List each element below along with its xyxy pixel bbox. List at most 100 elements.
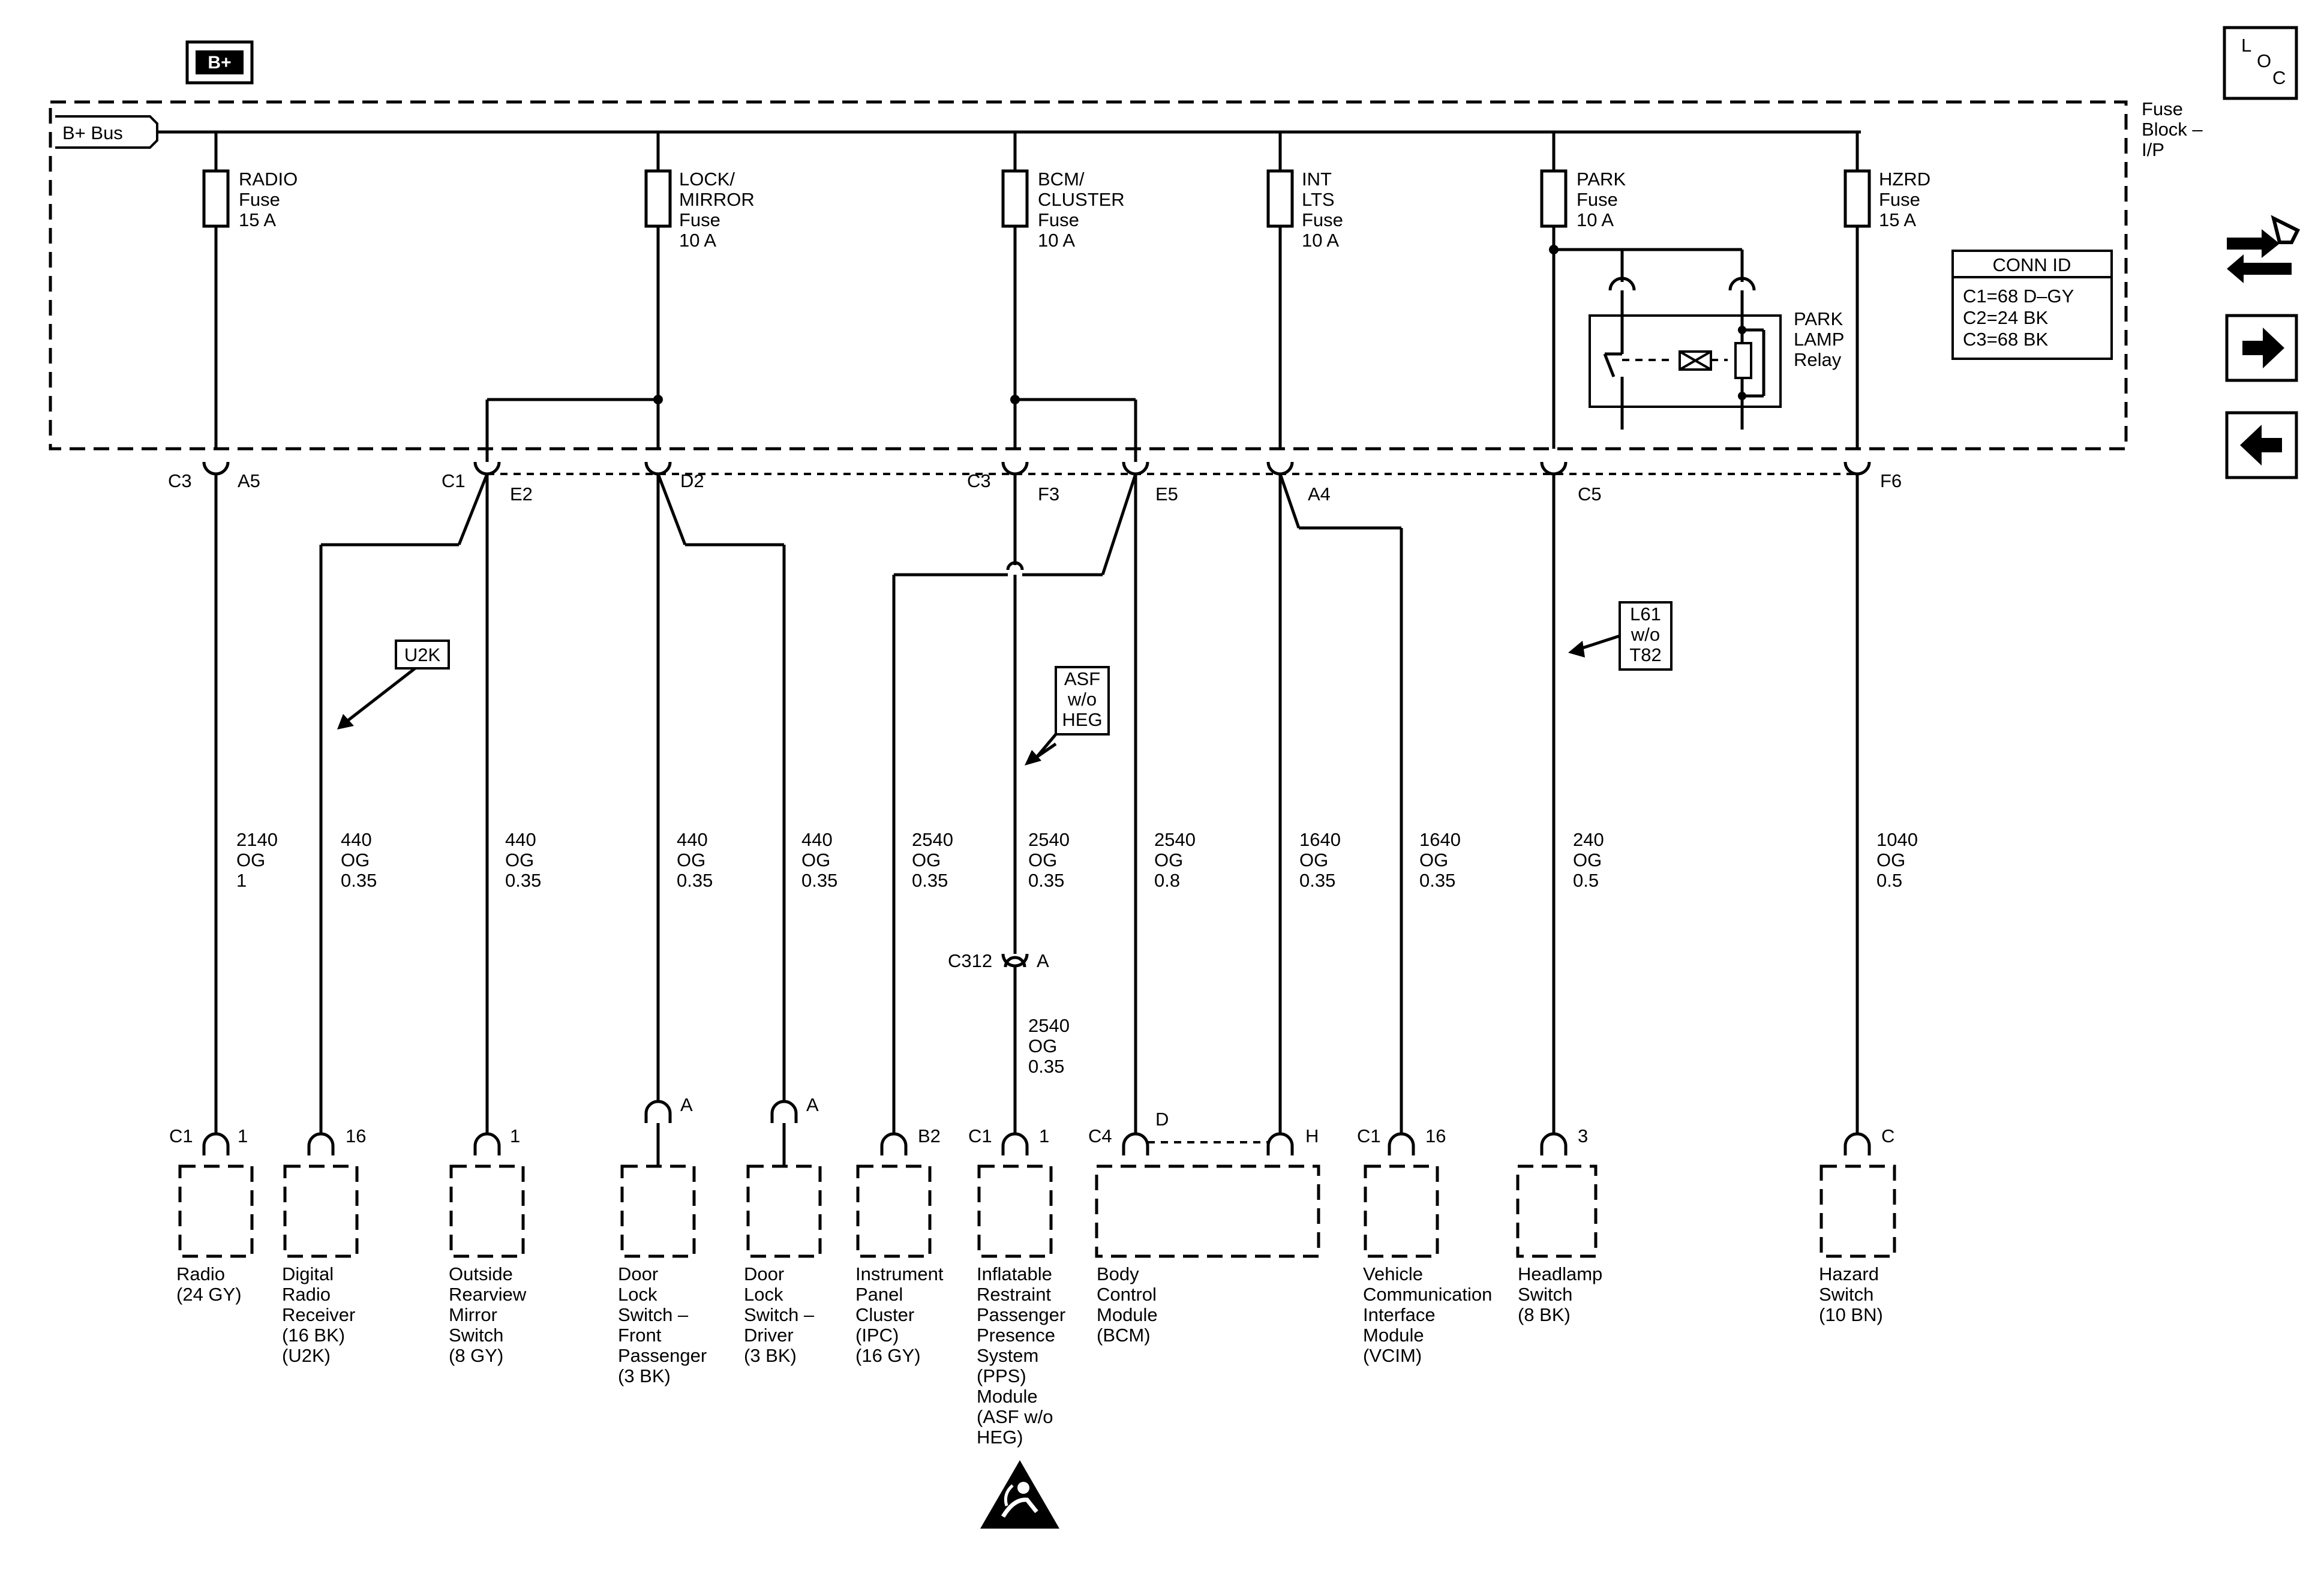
svg-text:Body: Body [1097,1263,1139,1284]
airbag-warning-icon [980,1460,1059,1529]
connector-id: C312 [948,950,992,971]
svg-text:C: C [1881,1125,1894,1146]
wire-size: 0.35 [505,870,541,891]
wire-color: OG [1299,849,1328,870]
svg-text:16: 16 [346,1125,366,1146]
internal-branches [485,245,1559,462]
svg-text:Switch: Switch [449,1325,503,1346]
svg-text:w/o: w/o [1067,689,1097,710]
wire-color: OG [1028,1035,1057,1056]
next-page-button[interactable] [2225,314,2298,382]
conn-id-row: C2=24 BK [1963,307,2049,328]
wire-size: 0.35 [341,870,377,891]
svg-text:Module: Module [1097,1304,1158,1325]
wire-circuit: 440 [801,829,833,850]
wire-circuit: 2540 [1154,829,1196,850]
svg-text:Switch –: Switch – [618,1304,689,1325]
svg-text:Door: Door [744,1263,784,1284]
wire-color: OG [1154,849,1183,870]
wire-color: OG [1419,849,1448,870]
loc-letter: L [2241,35,2251,56]
option-tag-asf-wo-heg: ASF w/o HEG [1025,666,1110,766]
svg-text:(BCM): (BCM) [1097,1325,1151,1346]
component-body-control-module: C4 D H Body Control Module (BCM) [1088,1109,1320,1346]
svg-text:Restraint: Restraint [977,1284,1051,1305]
svg-text:10 A: 10 A [1038,230,1075,251]
wire-labels: 2140 OG 1 440 OG 0.35 440 OG 0.35 440 OG… [236,829,1918,891]
fuse-lock-mirror: LOCK/ MIRROR Fuse 10 A [644,132,755,449]
svg-text:Control: Control [1097,1284,1157,1305]
svg-text:Interface: Interface [1363,1304,1436,1325]
connector-view-button[interactable] [2227,215,2301,283]
svg-text:(3 BK): (3 BK) [744,1345,797,1366]
connector-id: C1 [442,470,466,491]
fuse-hzrd: HZRD Fuse 15 A [1843,132,1930,449]
fuse-park: PARK Fuse 10 A [1540,132,1626,449]
wire-color: OG [505,849,534,870]
svg-text:(IPC): (IPC) [855,1325,899,1346]
svg-text:Inflatable: Inflatable [977,1263,1052,1284]
svg-text:Lock: Lock [618,1284,657,1305]
svg-text:Lock: Lock [744,1284,783,1305]
component-vcim: C1 16 Vehicle Communication Interface Mo… [1357,1125,1492,1366]
svg-text:(16 GY): (16 GY) [855,1345,921,1366]
svg-text:C1: C1 [169,1125,193,1146]
svg-text:Outside: Outside [449,1263,513,1284]
svg-text:T82: T82 [1629,644,1661,665]
loc-button[interactable]: L O C [2223,26,2298,100]
wire-color: OG [1028,849,1057,870]
component-headlamp-switch: 3 Headlamp Switch (8 BK) [1516,1125,1602,1325]
svg-text:(U2K): (U2K) [282,1345,331,1366]
wire-circuit: 2540 [1028,829,1070,850]
fuse-int-lts: INT LTS Fuse 10 A [1266,132,1343,449]
svg-text:Instrument: Instrument [855,1263,944,1284]
svg-text:Cluster: Cluster [855,1304,914,1325]
fuse-block-label-3: I/P [2142,139,2164,160]
wire-size: 0.35 [912,870,948,891]
component-digital-radio-receiver: 16 Digital Radio Receiver (16 BK) (U2K) [282,1125,366,1366]
svg-text:10 A: 10 A [1577,209,1614,230]
conn-id-row: C1=68 D–GY [1963,286,2074,307]
fuse-block-label-1: Fuse [2142,98,2183,119]
svg-text:LTS: LTS [1302,189,1335,210]
fuse-radio: RADIO Fuse 15 A [202,132,298,449]
svg-text:Vehicle: Vehicle [1363,1263,1423,1284]
svg-text:Radio: Radio [282,1284,331,1305]
svg-text:U2K: U2K [404,644,441,665]
svg-text:L61: L61 [1630,604,1661,625]
svg-text:INT: INT [1302,169,1332,190]
svg-text:B2: B2 [918,1125,941,1146]
svg-text:Switch –: Switch – [744,1304,815,1325]
wire-color: OG [1876,849,1905,870]
svg-text:Mirror: Mirror [449,1304,497,1325]
fuse-block-label-2: Block – [2142,119,2203,140]
svg-text:Fuse: Fuse [1038,209,1079,230]
wire-color: OG [677,849,705,870]
option-tag-l61-wo-t82: L61 w/o T82 [1568,601,1673,671]
battery-source: B+ [185,40,254,85]
svg-text:A: A [806,1094,819,1115]
svg-text:1: 1 [238,1125,248,1146]
connector-pin: C5 [1578,484,1602,505]
svg-text:C4: C4 [1088,1125,1112,1146]
svg-text:(8 GY): (8 GY) [449,1345,503,1366]
svg-text:Hazard: Hazard [1819,1263,1879,1284]
wire-size: 1 [236,870,247,891]
component-door-lock-switch-driver: A Door Lock Switch – Driver (3 BK) [744,1094,822,1366]
svg-text:15 A: 15 A [1879,209,1916,230]
connector-pin: D2 [680,470,704,491]
svg-text:(3 BK): (3 BK) [618,1365,671,1386]
component-radio: C1 1 Radio (24 GY) [169,1125,254,1305]
svg-text:Receiver: Receiver [282,1304,355,1325]
wire-circuit: 2140 [236,829,278,850]
svg-text:HEG: HEG [1062,709,1102,730]
svg-text:Fuse: Fuse [1302,209,1343,230]
svg-text:15 A: 15 A [239,209,276,230]
previous-page-button[interactable] [2225,411,2298,479]
conn-id-box: CONN ID C1=68 D–GY C2=24 BK C3=68 BK [1951,250,2113,360]
component-pps-module: C1 1 Inflatable Restraint Passenger Pres… [968,1125,1065,1448]
wire-circuit: 240 [1573,829,1604,850]
svg-text:PARK: PARK [1794,308,1843,329]
svg-text:HEG): HEG) [977,1427,1023,1448]
